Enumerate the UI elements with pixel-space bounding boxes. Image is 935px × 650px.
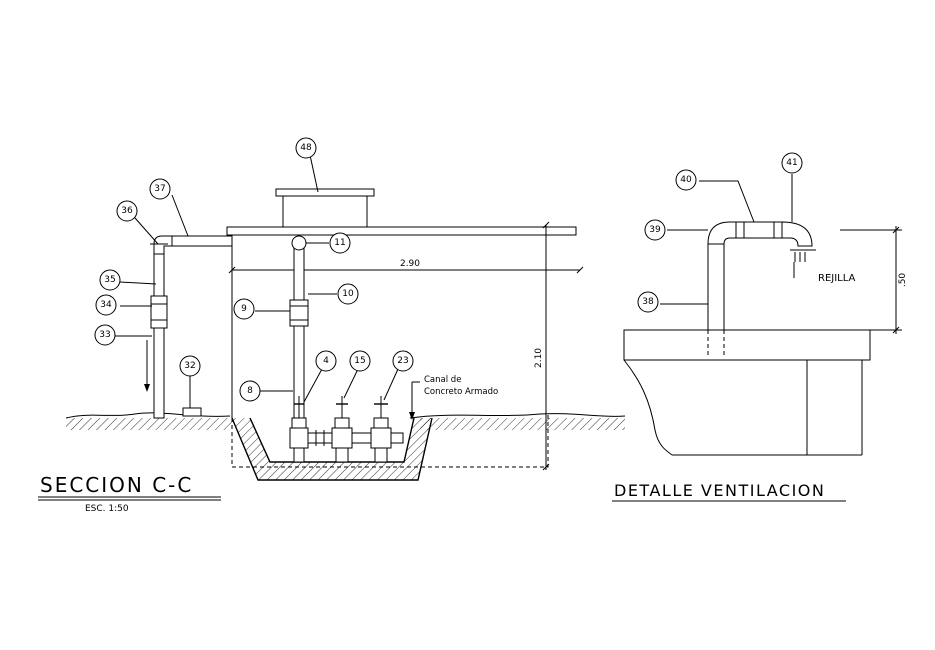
- canal-label-line1: Canal de: [424, 375, 461, 385]
- dimension-height-label: 2.10: [534, 348, 544, 368]
- callout-circle: [233, 298, 255, 320]
- callout-label: 40: [680, 175, 692, 185]
- valve-assembly: [289, 396, 404, 463]
- callout-40: 40: [675, 169, 697, 191]
- callout-label: 34: [100, 300, 112, 310]
- callout-circle: [392, 350, 414, 372]
- callout-circle: [239, 380, 261, 402]
- callout-33: 33: [94, 324, 116, 346]
- callout-label: 37: [154, 184, 165, 194]
- callout-32: 32: [179, 355, 201, 377]
- callout-circle: [116, 200, 138, 222]
- canal-label: Canal de Concreto Armado: [409, 375, 498, 420]
- callout-label: 11: [334, 238, 345, 248]
- detail-vent-pipe: [707, 221, 816, 356]
- callout-circle: [95, 294, 117, 316]
- callout-36: 36: [116, 200, 138, 222]
- section-scale: ESC. 1:50: [85, 504, 129, 514]
- detail-slab: [623, 329, 871, 456]
- callout-circle: [295, 137, 317, 159]
- tank: [226, 188, 577, 418]
- callout-circle: [781, 152, 803, 174]
- detail-dimension: .50: [840, 226, 908, 334]
- callout-label: 4: [323, 356, 329, 366]
- callout-circle: [315, 350, 337, 372]
- callout-10: 10: [337, 283, 359, 305]
- tank-roof-slab: [226, 226, 577, 236]
- manhole-cover: [282, 195, 368, 228]
- callout-circle: [179, 355, 201, 377]
- callout-41: 41: [781, 152, 803, 174]
- canal-label-line2: Concreto Armado: [424, 387, 498, 397]
- callout-label: 48: [300, 143, 312, 153]
- ground-left: [65, 412, 232, 430]
- callout-leaders: [115, 154, 399, 408]
- callout-35: 35: [99, 269, 121, 291]
- callout-48: 48: [295, 137, 317, 159]
- callout-circle: [149, 178, 171, 200]
- dimension-width: 2.90: [228, 259, 584, 274]
- callout-label: 23: [397, 356, 408, 366]
- callout-circle: [94, 324, 116, 346]
- callout-label: 32: [184, 361, 195, 371]
- callout-circle: [99, 269, 121, 291]
- callout-circle: [637, 291, 659, 313]
- callout-11: 11: [329, 232, 351, 254]
- detail-ventilation: .50 REJILLA DETALLE VENTILACION: [612, 174, 908, 502]
- callout-label: 10: [342, 289, 354, 299]
- callout-39: 39: [644, 219, 666, 241]
- interior-pipe: [289, 235, 309, 419]
- ground-right: [409, 413, 626, 430]
- section-title: SECCION C-C: [40, 473, 193, 497]
- callout-label: 38: [642, 297, 654, 307]
- callout-circle: [349, 350, 371, 372]
- callout-circle: [644, 219, 666, 241]
- callout-label: 35: [104, 275, 115, 285]
- callout-8: 8: [239, 380, 261, 402]
- callout-circle: [329, 232, 351, 254]
- concrete-canal: [231, 417, 433, 481]
- callout-4: 4: [315, 350, 337, 372]
- callout-label: 8: [247, 386, 253, 396]
- dimension-height: 2.10: [534, 221, 550, 471]
- callout-37: 37: [149, 178, 171, 200]
- callout-label: 33: [99, 330, 110, 340]
- callout-circle: [337, 283, 359, 305]
- callout-label: 41: [786, 158, 797, 168]
- callout-label: 36: [121, 206, 133, 216]
- detail-leaders: [660, 174, 793, 305]
- callout-38: 38: [637, 291, 659, 313]
- callout-circle: [675, 169, 697, 191]
- detail-title: DETALLE VENTILACION: [614, 481, 825, 500]
- callout-label: 9: [241, 304, 247, 314]
- detail-dimension-label: .50: [898, 273, 908, 288]
- grille-label: REJILLA: [818, 273, 856, 284]
- dimension-width-label: 2.90: [400, 259, 420, 269]
- callout-23: 23: [392, 350, 414, 372]
- vent-pipe-exterior: [144, 235, 233, 419]
- callout-15: 15: [349, 350, 371, 372]
- section-c-c: 2.90 2.10: [38, 154, 626, 514]
- callout-label: 39: [649, 225, 661, 235]
- callout-9: 9: [233, 298, 255, 320]
- callout-label: 15: [354, 356, 365, 366]
- callout-bubbles: 48 37 36 35 34 33 32 11 10 9 8 4 15 23 40 41 39 38: [94, 137, 803, 402]
- callout-34: 34: [95, 294, 117, 316]
